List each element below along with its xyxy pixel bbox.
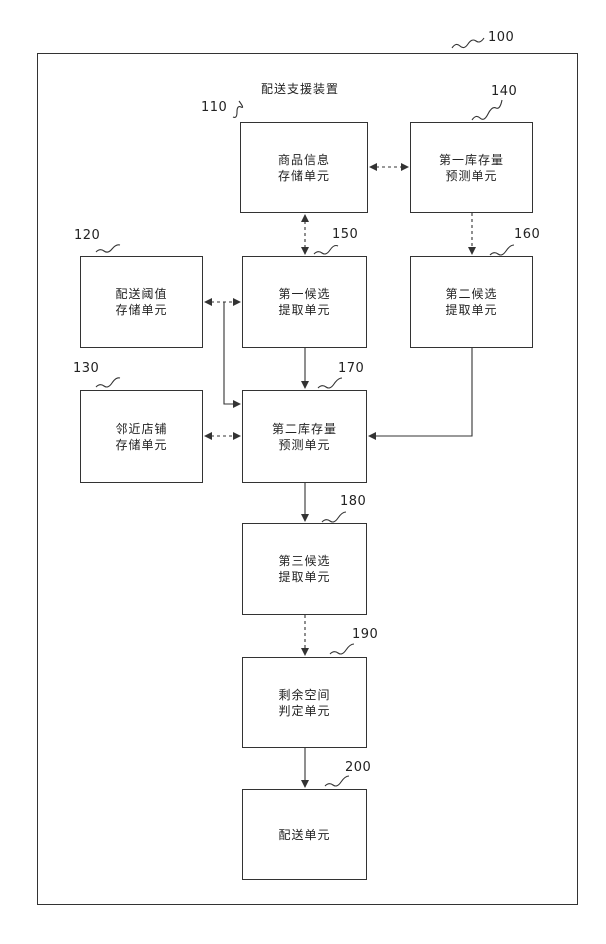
arrow-160-170 (369, 348, 472, 436)
leader-120 (96, 245, 120, 252)
leader-190 (330, 644, 354, 654)
leader-130 (96, 378, 120, 387)
leader-150 (314, 246, 338, 255)
leader-110 (233, 101, 243, 117)
leader-170 (318, 378, 342, 388)
leader-180 (322, 512, 346, 522)
leader-140 (472, 100, 502, 120)
leader-160 (490, 245, 514, 255)
leader-100 (452, 38, 484, 48)
leader-200 (325, 776, 349, 786)
arrow-branch-170 (224, 302, 240, 404)
